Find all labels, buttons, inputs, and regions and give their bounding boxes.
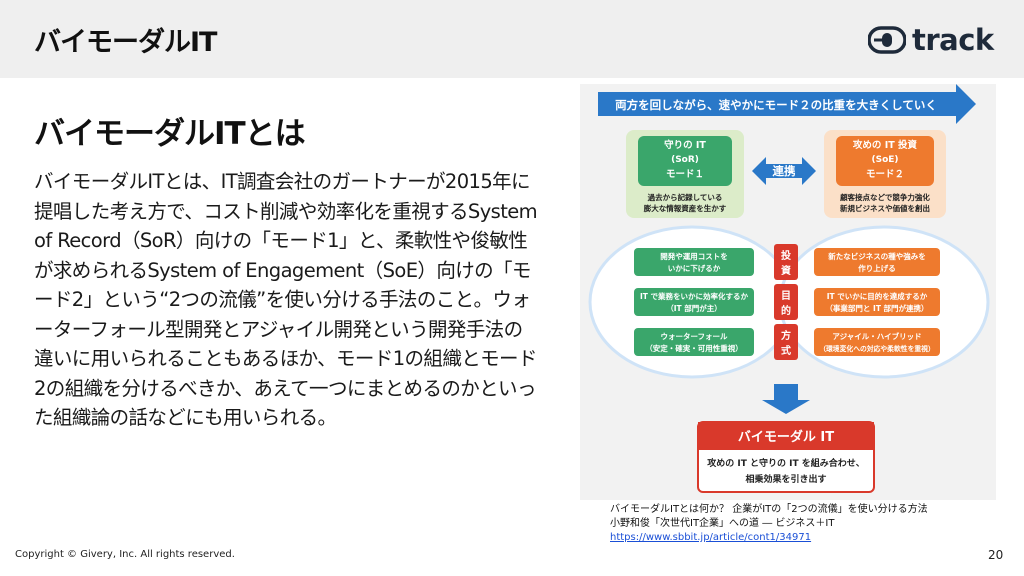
row2-left-line2: （IT 部門が主） [666, 303, 722, 313]
mode2-mode: モード２ [866, 169, 904, 180]
page-number: 20 [988, 548, 1004, 562]
down-arrow [762, 384, 810, 414]
bimodal-it-diagram: 両方を回しながら、速やかにモード２の比重を大きくしていく 守りの IT (SoR… [580, 84, 996, 500]
mode1-mode: モード１ [666, 169, 704, 180]
caption-line2: 小野和俊「次世代IT企業」への道 ― ビジネス＋IT [610, 518, 835, 529]
row3-right-line2: （環境変化への対応や柔軟性を重視） [819, 344, 935, 353]
link-arrow [752, 157, 816, 185]
row2-right-line1: IT でいかに目的を達成するか [827, 291, 928, 301]
row1-mid-bottom: 資 [781, 264, 791, 277]
mode1-desc1: 過去から記録している [648, 192, 723, 202]
top-arrow [598, 84, 976, 124]
track-logo-icon [868, 26, 906, 54]
row1-right-line1: 新たなビジネスの種や強みを [828, 251, 926, 261]
mode2-box [836, 136, 934, 186]
mode2-desc2: 新規ビジネスや価値を創出 [840, 203, 930, 213]
source-caption: バイモーダルITとは何か？ 企業がITの「2つの流儀」を使い分ける方法 小野和俊… [610, 503, 1010, 545]
row3-right-line1: アジャイル・ハイブリッド [832, 331, 921, 341]
row1-right-line2: 作り上げる [858, 263, 896, 273]
bimodal-desc2: 相乗効果を引き出す [745, 473, 826, 485]
row1-left-line2: いかに下げるか [668, 263, 721, 273]
row2-mid-bottom: 的 [781, 304, 791, 317]
bimodal-title: バイモーダル IT [738, 429, 834, 445]
row3-left-line2: （安定・確実・可用性重視） [645, 343, 743, 353]
mode2-title: 攻めの IT 投資 [853, 139, 918, 151]
header-bar: バイモーダルIT track [0, 0, 1024, 78]
mode2-desc1: 顧客接点などで競争力強化 [840, 192, 930, 202]
row1-mid-box [774, 244, 798, 280]
row3-mid-box [774, 324, 798, 360]
mode1-desc2: 膨大な情報資産を生かす [643, 203, 727, 213]
row2-left-line1: IT で業務をいかに効率化するか [640, 291, 749, 301]
link-label: 連携 [773, 164, 796, 178]
caption-line1: バイモーダルITとは何か？ 企業がITの「2つの流儀」を使い分ける方法 [610, 504, 928, 515]
bimodal-desc1: 攻めの IT と守りの IT を組み合わせ、 [707, 457, 865, 469]
mode1-subtitle: (SoR) [671, 155, 699, 165]
source-link[interactable]: https://www.sbbit.jp/article/cont1/34971 [610, 532, 812, 543]
row1-right-box [814, 248, 940, 276]
section-title: バイモーダルITとは [34, 116, 306, 152]
bimodal-box-header [698, 422, 874, 450]
row2-right-box [814, 288, 940, 316]
row2-right-line2: （事業部門と IT 部門が連携） [825, 303, 928, 313]
header-title: バイモーダルIT [34, 27, 217, 58]
row2-left-box [634, 288, 754, 316]
track-logo: track [868, 22, 1008, 58]
row3-mid-top: 方 [781, 329, 791, 342]
row3-left-box [634, 328, 754, 356]
mode2-subtitle: (SoE) [871, 155, 898, 165]
mode1-box [638, 136, 732, 186]
row1-left-box [634, 248, 754, 276]
row1-left-line1: 開発や運用コストを [660, 251, 728, 261]
top-arrow-label: 両方を回しながら、速やかにモード２の比重を大きくしていく [615, 98, 937, 112]
diagram-svg: 両方を回しながら、速やかにモード２の比重を大きくしていく 守りの IT (SoR… [588, 84, 990, 493]
row1-mid-top: 投 [781, 249, 791, 262]
body-paragraph: バイモーダルITとは、IT調査会社のガートナーが2015年に提唱した考え方で、コ… [34, 170, 538, 429]
row3-left-line1: ウォーターフォール [660, 331, 728, 341]
logo-text: track [912, 23, 994, 57]
row3-right-box [814, 328, 940, 356]
row2-mid-top: 目 [781, 290, 791, 302]
row2-mid-box [774, 284, 798, 320]
row3-mid-bottom: 式 [781, 344, 791, 357]
copyright: Copyright © Givery, Inc. All rights rese… [15, 549, 235, 560]
mode1-title: 守りの IT [664, 139, 706, 151]
